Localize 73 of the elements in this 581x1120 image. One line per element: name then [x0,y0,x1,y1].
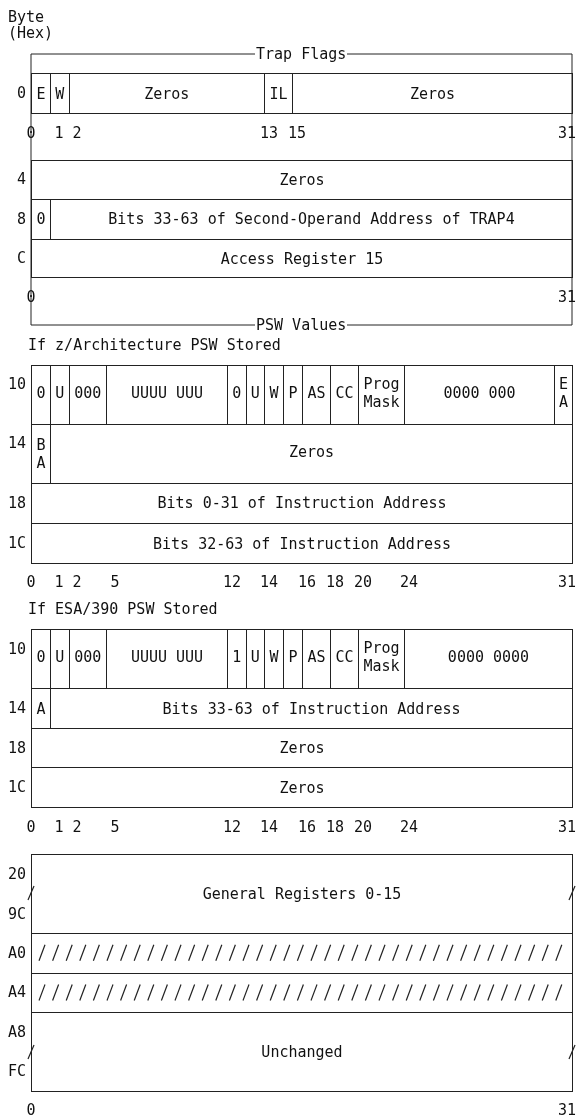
byte-offset: 9C [8,905,27,923]
byte-offset: A4 [8,983,27,1001]
field: Unchanged [31,1012,573,1092]
bit-number: 5 [110,818,120,836]
field: Access Register 15 [31,239,573,278]
field: Zeros [292,73,573,114]
field: Bits 0-31 of Instruction Address [31,482,573,524]
field: Bits 32-63 of Instruction Address [31,523,573,564]
bit-number: 24 [400,818,419,836]
field: Zeros [68,73,265,114]
bit-number: 2 [72,124,82,142]
bit-number: 31 [558,1101,577,1119]
byte-offset: C [17,249,27,267]
byte-offset: 1C [8,778,27,796]
byte-offset: 14 [8,699,27,717]
byte-offset: 18 [8,739,27,757]
bit-number: 14 [260,573,279,591]
byte-offset: A0 [8,944,27,962]
byte-offset: 0 [17,84,27,102]
byte-offset: 18 [8,494,27,512]
bit-field: 0 [31,629,51,689]
byte-offset: A8 [8,1023,27,1041]
flag-field: IL [264,73,293,114]
byte-offset: 20 [8,865,27,883]
bit-number: 15 [288,124,307,142]
bit-number: 0 [26,1101,36,1119]
field: 0000 0000 [404,629,573,689]
bit-number: 31 [558,818,577,836]
bit-number: 1 [54,818,64,836]
bit-number: 24 [400,573,419,591]
field: Zeros [31,767,573,808]
field: General Registers 0-15 [31,854,573,934]
byte-offset: 8 [17,210,27,228]
section-note: If z/Architecture PSW Stored [28,336,281,354]
bit-number: 2 [72,818,82,836]
bit-number: 1 [54,124,64,142]
bit-number: 31 [558,288,577,306]
section-note: If ESA/390 PSW Stored [28,599,218,618]
bit-number: 0 [26,573,36,591]
bit-number: 13 [260,124,279,142]
field: Zeros [31,728,573,768]
bit-number: 1 [54,573,64,591]
bit-field: E A [554,365,573,425]
bit-number: 0 [26,288,36,306]
section-heading: Trap Flags [255,45,348,63]
bit-field: 0 [31,365,51,425]
reserved-field [31,932,573,974]
byte-offset: 10 [8,375,27,393]
bit-number: 31 [558,573,577,591]
bit-number: 12 [223,573,242,591]
bit-number: 16 [298,573,317,591]
byte-offset: 4 [17,170,27,188]
field: Zeros [31,160,573,200]
flag-field: E [31,73,51,114]
bit-number: 16 [298,818,317,836]
bit-number: 5 [110,573,120,591]
bit-number: 12 [223,818,242,836]
byte-offset: 14 [8,434,27,452]
byte-offset: FC [8,1062,27,1080]
reserved-field [31,973,573,1013]
byte-offset: 1C [8,534,27,552]
bit-number: 0 [26,124,36,142]
column-heading: Byte (Hex) [8,9,55,41]
bit-number: 20 [354,818,373,836]
flag-field: W [50,73,70,114]
bit-number: 0 [26,818,36,836]
bit-number: 14 [260,818,279,836]
byte-offset: 10 [8,640,27,658]
bit-number: 18 [326,818,345,836]
bit-number: 20 [354,573,373,591]
bit-number: 18 [326,573,345,591]
bit-number: 2 [72,573,82,591]
bit-number: 31 [558,124,577,142]
